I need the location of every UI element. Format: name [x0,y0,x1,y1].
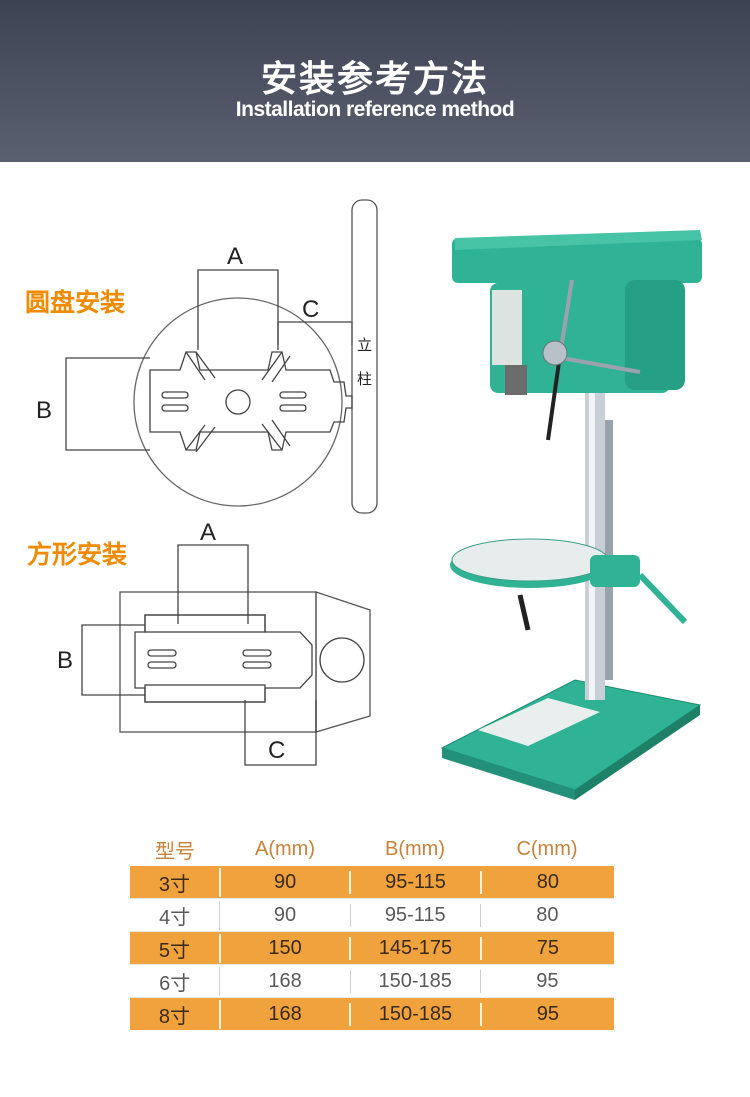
table-cell: 90 [221,870,352,894]
round-label-b: B [36,397,52,424]
round-label-c: C [302,296,319,323]
table-cell: 5寸 [130,933,221,963]
table-cell: 6寸 [130,966,221,996]
table-cell: 95 [536,969,559,992]
table-cell: 80 [536,870,559,893]
table-cell: 145-175 [351,936,482,960]
table-cell: 8寸 [130,999,221,1029]
table-cell: 95-115 [351,903,481,927]
round-install-label: 圆盘安装 [25,288,126,317]
table-cell: 80 [536,903,559,926]
table-header-cell: A(mm) [255,837,315,860]
table-cell: 90 [220,903,351,927]
table-row: 3寸 90 95-115 80 [130,866,614,898]
spec-table: 型号 A(mm) B(mm) C(mm) 3寸 90 95-115 80 4寸 … [130,832,614,1030]
drill-press-column [585,360,613,700]
table-cell: 150-185 [351,1002,482,1026]
table-cell: 75 [536,936,559,959]
round-label-a: A [227,243,243,270]
table-header-row: 型号 A(mm) B(mm) C(mm) [130,832,614,866]
drill-press-base [440,679,702,800]
square-label-c: C [268,737,285,764]
table-cell: 95-115 [351,870,482,894]
header-banner: 安装参考方法 Installation reference method [0,0,750,162]
table-cell: 168 [221,1002,352,1026]
square-label-b: B [57,647,73,674]
table-row: 4寸 90 95-115 80 [130,898,614,932]
table-cell: 168 [220,969,351,993]
drill-press-table [450,538,688,631]
square-install-label: 方形安装 [27,540,128,569]
table-cell: 4寸 [130,900,221,930]
table-cell: 150 [221,936,352,960]
table-header-cell: 型号 [155,840,195,863]
table-cell: 95 [536,1002,559,1025]
table-row: 5寸 150 145-175 75 [130,932,614,964]
table-row: 8寸 168 150-185 95 [130,998,614,1030]
square-label-a: A [200,519,216,546]
table-header-cell: B(mm) [385,837,445,860]
table-cell: 150-185 [351,969,481,993]
column-label-1: 立 [357,336,372,354]
page-title: 安装参考方法 [260,59,489,100]
column-label-2: 柱 [357,370,372,388]
table-row: 6寸 168 150-185 95 [130,964,614,998]
page-subtitle: Installation reference method [235,98,515,121]
drill-press-head [452,230,702,441]
table-header-cell: C(mm) [516,837,578,860]
table-cell: 3寸 [130,867,221,897]
